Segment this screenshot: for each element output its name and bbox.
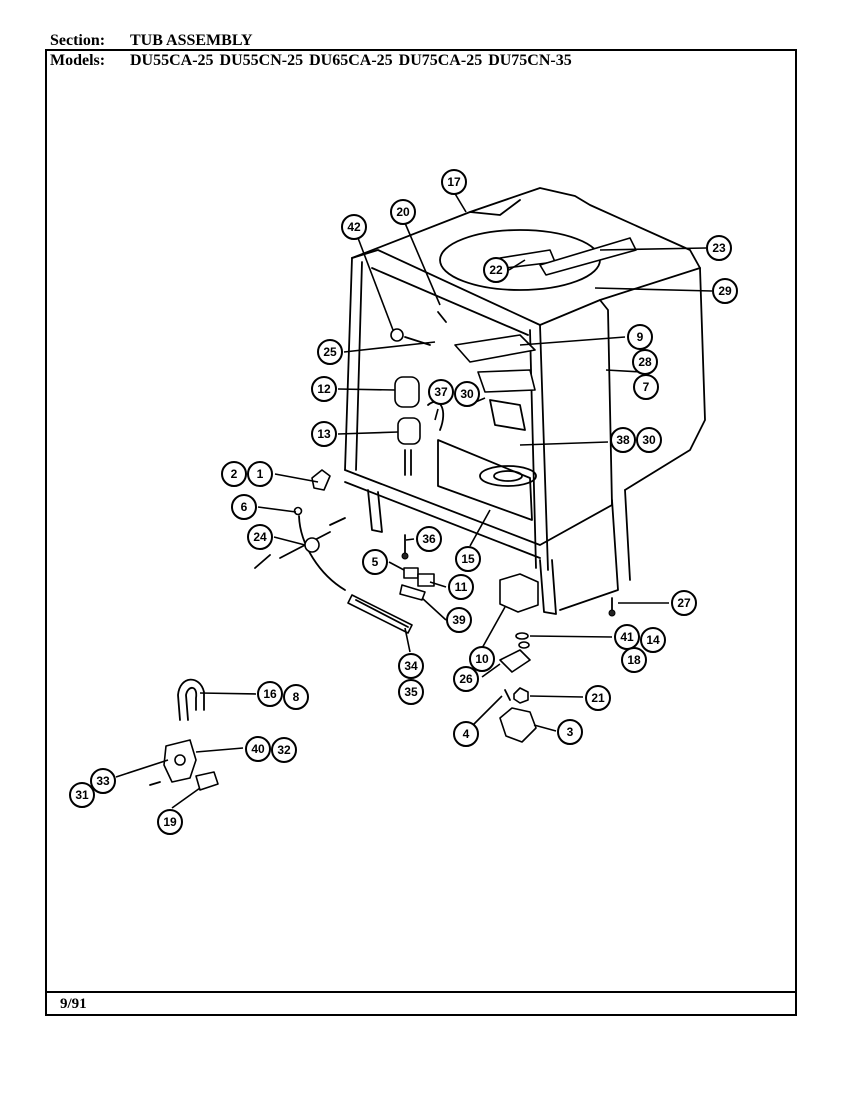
svg-text:11: 11 bbox=[455, 580, 468, 594]
svg-text:10: 10 bbox=[475, 652, 489, 666]
svg-text:9: 9 bbox=[637, 330, 644, 344]
callout-22: 22 bbox=[483, 257, 509, 283]
callout-14: 14 bbox=[640, 627, 666, 653]
callout-16: 16 bbox=[257, 681, 283, 707]
callout-20: 20 bbox=[390, 199, 416, 225]
section-label: Section: bbox=[50, 32, 106, 49]
callout-41: 41 bbox=[614, 624, 640, 650]
svg-text:30: 30 bbox=[460, 387, 474, 401]
svg-text:32: 32 bbox=[277, 743, 291, 757]
svg-text:16: 16 bbox=[263, 687, 277, 701]
callout-40: 40 bbox=[245, 736, 271, 762]
callout-28: 28 bbox=[632, 349, 658, 375]
svg-text:6: 6 bbox=[241, 500, 248, 514]
callout-31: 31 bbox=[69, 782, 95, 808]
svg-text:29: 29 bbox=[718, 284, 732, 298]
callout-5: 5 bbox=[362, 549, 388, 575]
callout-29: 29 bbox=[712, 278, 738, 304]
callout-6: 6 bbox=[231, 494, 257, 520]
callout-30b: 30 bbox=[636, 427, 662, 453]
svg-text:23: 23 bbox=[712, 241, 726, 255]
svg-text:33: 33 bbox=[96, 774, 110, 788]
callout-4: 4 bbox=[453, 721, 479, 747]
svg-text:25: 25 bbox=[323, 345, 337, 359]
callout-26: 26 bbox=[453, 666, 479, 692]
callout-13: 13 bbox=[311, 421, 337, 447]
callout-19: 19 bbox=[157, 809, 183, 835]
svg-text:1: 1 bbox=[257, 467, 264, 481]
svg-text:2: 2 bbox=[231, 467, 238, 481]
callout-11: 11 bbox=[448, 574, 474, 600]
svg-text:35: 35 bbox=[404, 685, 418, 699]
callout-18: 18 bbox=[621, 647, 647, 673]
svg-text:30: 30 bbox=[642, 433, 656, 447]
callout-8: 8 bbox=[283, 684, 309, 710]
svg-text:27: 27 bbox=[677, 596, 691, 610]
svg-text:40: 40 bbox=[251, 742, 265, 756]
callout-9: 9 bbox=[627, 324, 653, 350]
callout-35: 35 bbox=[398, 679, 424, 705]
callout-34: 34 bbox=[398, 653, 424, 679]
svg-text:12: 12 bbox=[317, 382, 331, 396]
loose-parts bbox=[149, 469, 616, 791]
callout-32: 32 bbox=[271, 737, 297, 763]
callout-7: 7 bbox=[633, 374, 659, 400]
svg-text:8: 8 bbox=[293, 690, 300, 704]
callout-12: 12 bbox=[311, 376, 337, 402]
tub-body bbox=[344, 187, 706, 615]
callout-38: 38 bbox=[610, 427, 636, 453]
svg-text:18: 18 bbox=[627, 653, 641, 667]
models-list: DU55CA-25 DU55CN-25 DU65CA-25 DU75CA-25 … bbox=[130, 52, 572, 69]
svg-text:36: 36 bbox=[422, 532, 436, 546]
callout-15: 15 bbox=[455, 546, 481, 572]
svg-text:20: 20 bbox=[396, 205, 410, 219]
callout-24: 24 bbox=[247, 524, 273, 550]
svg-text:26: 26 bbox=[459, 672, 473, 686]
svg-text:5: 5 bbox=[372, 555, 379, 569]
diagram-frame bbox=[45, 49, 797, 1016]
svg-text:17: 17 bbox=[447, 175, 461, 189]
svg-text:15: 15 bbox=[461, 552, 475, 566]
callout-39: 39 bbox=[446, 607, 472, 633]
svg-text:13: 13 bbox=[317, 427, 331, 441]
svg-text:34: 34 bbox=[404, 659, 418, 673]
callout-3: 3 bbox=[557, 719, 583, 745]
callout-17: 17 bbox=[441, 169, 467, 195]
callout-2: 2 bbox=[221, 461, 247, 487]
callout-10: 10 bbox=[469, 646, 495, 672]
callout-36: 36 bbox=[416, 526, 442, 552]
svg-text:22: 22 bbox=[489, 263, 503, 277]
svg-text:3: 3 bbox=[567, 725, 574, 739]
models-label: Models: bbox=[50, 52, 106, 69]
callout-23: 23 bbox=[706, 235, 732, 261]
callout-33: 33 bbox=[90, 768, 116, 794]
svg-text:39: 39 bbox=[452, 613, 466, 627]
callout-42: 42 bbox=[341, 214, 367, 240]
callout-21: 21 bbox=[585, 685, 611, 711]
svg-text:37: 37 bbox=[434, 385, 448, 399]
svg-text:42: 42 bbox=[347, 220, 361, 234]
svg-text:38: 38 bbox=[616, 433, 630, 447]
svg-text:19: 19 bbox=[163, 815, 177, 829]
callout-1: 1 bbox=[247, 461, 273, 487]
callout-30a: 30 bbox=[454, 381, 480, 407]
callout-37: 37 bbox=[428, 379, 454, 405]
footer-divider bbox=[45, 991, 797, 993]
svg-text:24: 24 bbox=[253, 530, 267, 544]
svg-text:31: 31 bbox=[75, 788, 89, 802]
svg-text:7: 7 bbox=[643, 380, 650, 394]
svg-text:28: 28 bbox=[638, 355, 652, 369]
callout-27: 27 bbox=[671, 590, 697, 616]
callout-25: 25 bbox=[317, 339, 343, 365]
leader-lines bbox=[115, 191, 713, 809]
tub-components bbox=[390, 237, 637, 476]
svg-text:41: 41 bbox=[620, 630, 634, 644]
section-title: TUB ASSEMBLY bbox=[130, 32, 253, 49]
svg-text:21: 21 bbox=[591, 691, 605, 705]
svg-text:4: 4 bbox=[463, 727, 470, 741]
revision-date: 9/91 bbox=[60, 996, 87, 1012]
svg-text:14: 14 bbox=[646, 633, 660, 647]
